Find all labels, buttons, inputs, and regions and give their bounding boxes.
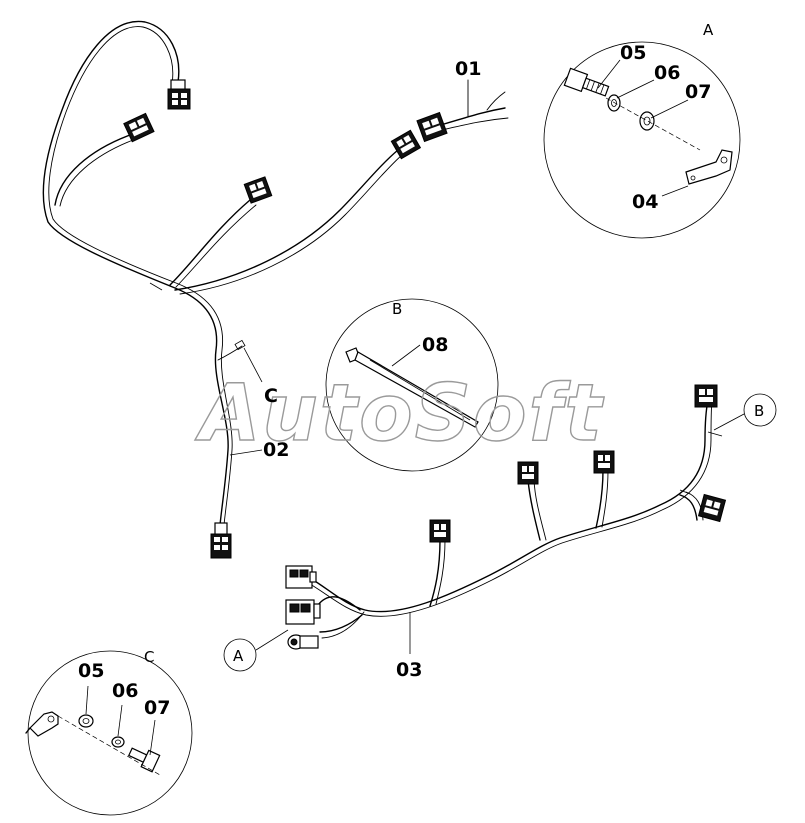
callout-b: B [713, 393, 777, 431]
connector-03-d [694, 384, 718, 408]
detail-c-title: C [144, 648, 154, 666]
callout-a: A [223, 629, 289, 672]
label-08: 08 [422, 334, 448, 356]
connector-03-c [593, 450, 615, 474]
connector-03-h [287, 634, 319, 650]
part-01-pigtail [416, 79, 509, 143]
label-05-c: 05 [78, 660, 104, 682]
label-c: C [264, 385, 278, 407]
harness-02 [42, 20, 403, 526]
label-07-c: 07 [144, 697, 170, 719]
detail-a: A [543, 21, 741, 239]
harness-03 [309, 399, 723, 639]
label-04: 04 [632, 191, 658, 213]
connector-branch-3 [390, 129, 422, 160]
connector-branch-2 [243, 176, 273, 204]
svg-text:A: A [233, 647, 244, 665]
label-06-a: 06 [654, 62, 680, 84]
detail-b: B [325, 298, 499, 472]
connector-top [167, 79, 191, 110]
svg-text:B: B [754, 402, 764, 420]
detail-a-title: A [703, 21, 714, 39]
connector-branch-1 [123, 112, 155, 143]
label-02: 02 [263, 439, 289, 461]
connector-bottom [210, 522, 232, 559]
detail-b-title: B [392, 300, 402, 318]
label-03: 03 [396, 659, 422, 681]
detail-c: C [25, 648, 193, 816]
connector-03-g [285, 599, 321, 625]
connector-03-f [285, 565, 317, 589]
callout-c [243, 347, 263, 383]
label-05-a: 05 [620, 42, 646, 64]
label-06-c: 06 [112, 680, 138, 702]
watermark: AutoSoft [194, 369, 604, 459]
connector-03-a [429, 519, 451, 543]
label-07-a: 07 [685, 81, 711, 103]
label-01: 01 [455, 58, 481, 80]
connector-03-b [517, 461, 539, 485]
connector-03-e [697, 493, 727, 523]
